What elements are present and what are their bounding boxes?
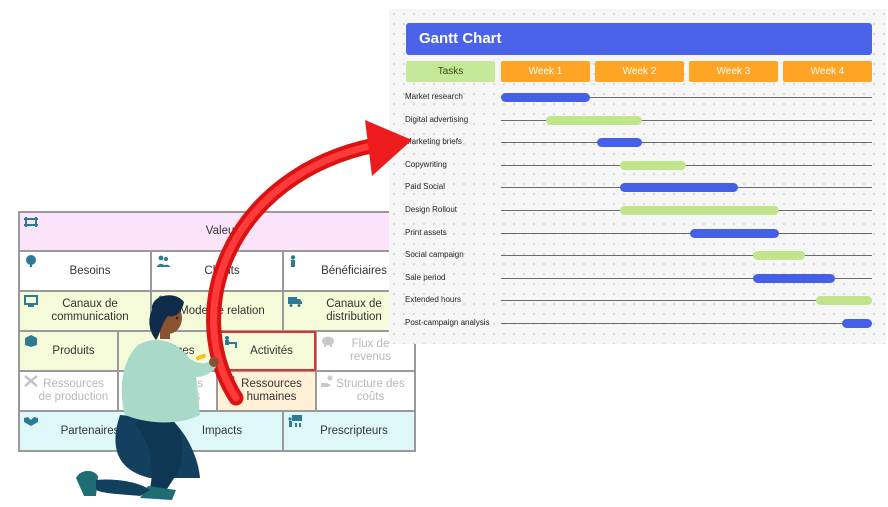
task-label: Marketing briefs <box>405 137 462 147</box>
task-bar <box>545 115 642 125</box>
task-track <box>501 164 872 166</box>
kneeling-woman-figure <box>76 295 219 500</box>
week-header-4: Week 4 <box>783 61 872 82</box>
task-label: Market research <box>405 92 463 101</box>
task-bar <box>753 273 835 283</box>
monitor-icon <box>24 295 38 307</box>
task-track <box>501 300 872 302</box>
truck-icon <box>288 297 302 307</box>
presenter-icon <box>288 415 302 427</box>
task-bar <box>690 228 780 238</box>
task-track <box>501 277 872 279</box>
task-label: Social campaign <box>405 250 464 260</box>
cell-canaux-communication: Canaux de communication <box>19 291 151 331</box>
gantt-title: Gantt Chart <box>406 23 872 55</box>
task-label: Design Rollout <box>405 205 458 214</box>
task-bar <box>753 251 806 261</box>
task-bar <box>597 138 642 148</box>
tree-icon <box>26 255 36 267</box>
task-label: Print assets <box>405 227 447 237</box>
cell-valeur: Valeur <box>19 212 415 251</box>
task-label: Copywriting <box>405 159 447 169</box>
task-track <box>501 119 872 121</box>
week-header-3: Week 3 <box>689 61 778 82</box>
task-bar <box>842 319 872 328</box>
cell-besoins: Besoins <box>19 251 151 291</box>
cell-produits: Produits <box>19 331 118 371</box>
tools-icon <box>24 375 38 387</box>
task-bar <box>619 183 739 193</box>
task-label: Digital advertising <box>405 114 469 124</box>
task-label: Extended hours <box>405 295 462 305</box>
cell-ressources-production: Ressources de production <box>19 371 118 411</box>
week-header-2: Week 2 <box>595 61 684 82</box>
tasks-header: Tasks <box>406 61 495 82</box>
piggy-bank-icon <box>322 336 334 347</box>
hand-coins-icon <box>321 375 333 387</box>
task-track <box>501 255 872 257</box>
task-track <box>501 232 872 234</box>
frame-icon <box>24 217 38 227</box>
task-track <box>501 97 872 98</box>
week-header-1: Week 1 <box>501 61 590 82</box>
cell-prescripteurs: Prescripteurs <box>283 411 415 451</box>
curved-arrow <box>206 120 412 406</box>
people-icon <box>157 255 170 267</box>
task-label: Post-campaign analysis <box>405 318 490 327</box>
handshake-icon <box>24 417 38 426</box>
task-track <box>501 142 872 144</box>
task-bar <box>816 296 872 306</box>
task-label: Sale period <box>405 272 446 282</box>
desk-icon <box>225 336 237 348</box>
person-icon <box>290 255 296 267</box>
task-bar <box>619 206 780 215</box>
cell-structure-couts: Structure des coûts <box>316 371 415 411</box>
task-bar <box>619 160 687 170</box>
task-label: Paid Social <box>405 182 446 192</box>
task-bar <box>501 93 591 102</box>
gantt-card: Gantt Chart Tasks Week 1 Week 2 Week 3 W… <box>389 9 886 344</box>
cell-activites[interactable]: Activités <box>217 331 316 371</box>
box-icon <box>25 335 37 347</box>
task-track <box>501 323 872 324</box>
cell-flux-revenus: Flux de revenus <box>316 331 415 371</box>
